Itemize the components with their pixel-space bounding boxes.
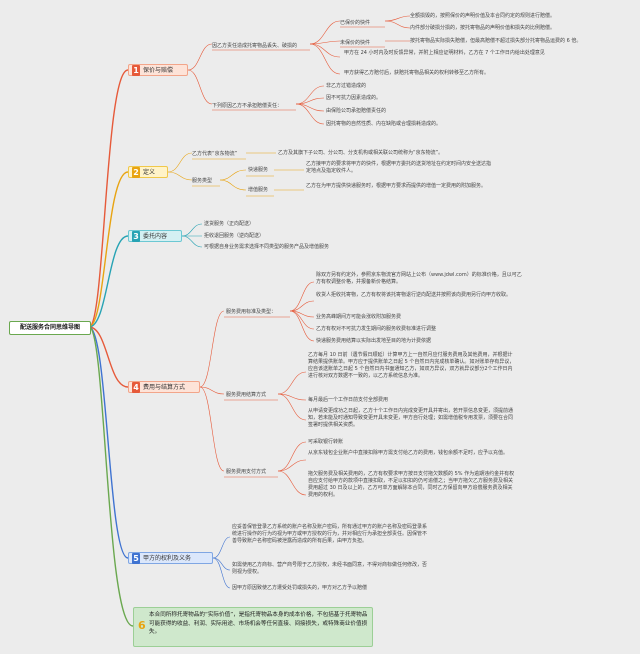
b1-insured-parcel: 已保价的快件 [340, 20, 371, 26]
actual-value-definition: 本合同所称托寄物品的“实际价值”，是指托寄物品本身的成本价格，不包括基于托寄物品… [149, 612, 368, 635]
b1-uninsured-compensation: 按托寄物品实际损失赔偿，但最高赔偿不超过损失部分托寄物品运费的 6 倍。 [410, 38, 582, 44]
b4-jd-wallet: 从京东钱包企业账户中直接扣除甲方需支付给乙方的费用，钱包余额不足时，应予以充值。 [308, 450, 509, 456]
branch-number: 2 [132, 167, 140, 178]
b1-exempt-insurer: 由保险公司承担赔偿责任的 [326, 108, 387, 114]
b2-express-description: 乙方接甲方的要求将甲方的快件，根据甲方委托的送货地址在约定时间内安全送达指定地点… [306, 161, 492, 174]
branch-label: 费用与结算方式 [143, 384, 186, 391]
branch-6-node[interactable]: 6 本合同所称托寄物品的“实际价值”，是指托寄物品本身的成本价格，不包括基于托寄… [133, 607, 373, 647]
b4-overdue-penalty: 拖欠服务费及相关费用的，乙方有权要求甲方按日支付拖欠数额的 5% 作为逾期违约金… [308, 471, 515, 498]
b4-fee-reject-return: 收货人拒收托寄物，乙方有权将该托寄物退行逆向配送并按照该向费用另行向甲方收取。 [316, 292, 512, 298]
b1-feedback-24h: 甲方在 24 小时内及时反馈异常，并附上相应证明材料，乙方在 7 个工作日内给出… [344, 50, 545, 56]
b2-express-service: 快递服务 [248, 167, 269, 173]
b4-fee-basis: 快递服务费用结算以实际出发地至目的地为计费依据 [316, 338, 432, 344]
b4-bank-transfer: 可采取银行转账 [308, 439, 344, 445]
b1-exempt-not-fault: 非乙方过错造成的 [326, 83, 367, 89]
b3-choose-services: 可根据自身业务需求选择不同类型的服务产品及增值服务 [204, 244, 330, 250]
branch-label: 甲方的权利及义务 [143, 555, 192, 562]
branch-number: 5 [132, 553, 140, 564]
branch-number: 1 [132, 65, 140, 76]
b4-monthly-bill: 乙方每月 10 日前（遇节假日顺延）计算甲方上一自然月应付服务费用及其他费用，并… [308, 352, 515, 379]
branch-number: 4 [132, 382, 140, 393]
b1-rights-transfer: 甲方获得乙方赔付后，获赔托寄物品相关的权利转移至乙方所有。 [344, 70, 490, 76]
branch-label: 保价与赔偿 [143, 67, 174, 74]
b3-delivery: 送货服务（正向配送） [204, 221, 255, 227]
b4-pay-deadline: 每月最后一个工作日前支付全部费用 [308, 397, 389, 403]
b5-compensation: 因甲方原因致使乙方遭受处罚或损失的，甲方对乙方予以赔偿 [232, 585, 368, 591]
branch-number: 6 [138, 619, 146, 632]
b1-exempt-nature: 因托寄物的自然性质、内在缺陷或合理损耗造成的。 [326, 121, 442, 127]
branch-label: 委托内容 [143, 233, 168, 240]
b1-damage-loss: 因乙方责任造成托寄物品丢失、破损的 [212, 43, 298, 49]
b2-jd-definition: 乙方及其旗下子公司、分公司、分支机构或相关联公司统称为“京东物流”。 [278, 150, 444, 156]
b4-fee-standard: 服务费用标准及类型： [226, 309, 277, 315]
b3-return: 拒收退回服务（逆向配送） [204, 233, 265, 239]
b1-exemption: 下列原因乙方不承担赔偿责任： [212, 103, 283, 109]
b2-value-added-description: 乙方在为甲方提供快递服务时，根据甲方要求而提供的增值一定费用的附加服务。 [306, 183, 487, 189]
b5-trademark: 如需使用乙方商标、营产商号限于乙方授权，未经书面同意，不得对商标做任何修改，否则… [232, 562, 428, 575]
b5-account-security: 应妥善保管登录乙方系统的账户名称及账户密码，所有通过甲方的账户名称及密码登录系统… [232, 524, 428, 544]
b1-exempt-force-majeure: 因不可抗力因素造成的。 [326, 95, 382, 101]
b4-fee-peak-surcharge: 业务高峰期间方可能会涨收附加服务费 [316, 314, 402, 320]
b2-value-added-service: 增值服务 [248, 187, 269, 193]
b4-payment-method: 服务费用支付方式 [226, 469, 267, 475]
b4-settlement: 服务费用结算方式 [226, 392, 267, 398]
root-node[interactable]: 配送服务合同思维导图 [9, 321, 91, 335]
b1-full-loss: 全额损毁的，按照保价的声明价值及本合同约定的规则进行赔偿。 [410, 13, 556, 19]
b2-service-types: 服务类型 [192, 178, 213, 184]
b4-fee-official-price: 除双方另有约定外，参照京东物流官方网站上公布（www.jdwl.com）的标准价… [316, 272, 522, 285]
branch-label: 定义 [143, 169, 156, 176]
b1-partial-loss: 内件部分破损分损的，按托寄物品的声明价值和损失的比例赔偿。 [410, 25, 556, 31]
b4-invoice: 从申请变更成功之日起，乙方十个工作日内完成变更开具并寄出，若开票信息变更，须提前… [308, 408, 514, 428]
b2-jd-logistics: 乙方代表“京东物流” [192, 151, 238, 157]
b1-uninsured-parcel: 未保价的快件 [340, 40, 371, 46]
b4-fee-force-majeure: 乙方有权对不可抗力发生期间的服务收费标准进行调整 [316, 326, 437, 332]
branch-number: 3 [132, 231, 140, 242]
